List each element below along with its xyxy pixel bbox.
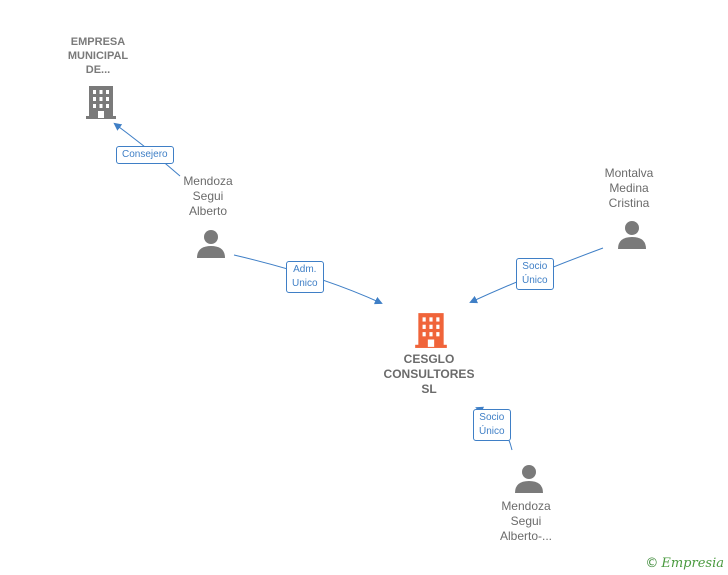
building-icon[interactable] bbox=[414, 311, 448, 349]
edge-label-consejero[interactable]: Consejero bbox=[116, 146, 174, 164]
person-icon[interactable] bbox=[196, 229, 226, 259]
node-montalva-medina-cristina-label[interactable]: Montalva Medina Cristina bbox=[604, 166, 654, 210]
brand-footer: ©Empresia bbox=[645, 556, 724, 571]
edge-label-socio-unico[interactable]: Socio Único bbox=[473, 409, 511, 441]
building-icon[interactable] bbox=[85, 84, 117, 120]
node-cesglo-label[interactable]: CESGLO CONSULTORES SL bbox=[383, 352, 475, 396]
copyright-icon: © bbox=[645, 556, 659, 571]
brand-logo: Empresia bbox=[661, 556, 724, 571]
person-icon[interactable] bbox=[514, 464, 544, 494]
edge-label-socio-unico[interactable]: Socio Único bbox=[516, 258, 554, 290]
node-empresa-municipal-label[interactable]: EMPRESA MUNICIPAL DE... bbox=[67, 36, 129, 76]
node-mendoza-segui-alberto-2-label[interactable]: Mendoza Segui Alberto-... bbox=[499, 499, 553, 543]
person-icon[interactable] bbox=[617, 220, 647, 250]
edge-label-adm-unico[interactable]: Adm. Unico bbox=[286, 261, 324, 293]
node-mendoza-segui-alberto-label[interactable]: Mendoza Segui Alberto bbox=[183, 174, 233, 218]
